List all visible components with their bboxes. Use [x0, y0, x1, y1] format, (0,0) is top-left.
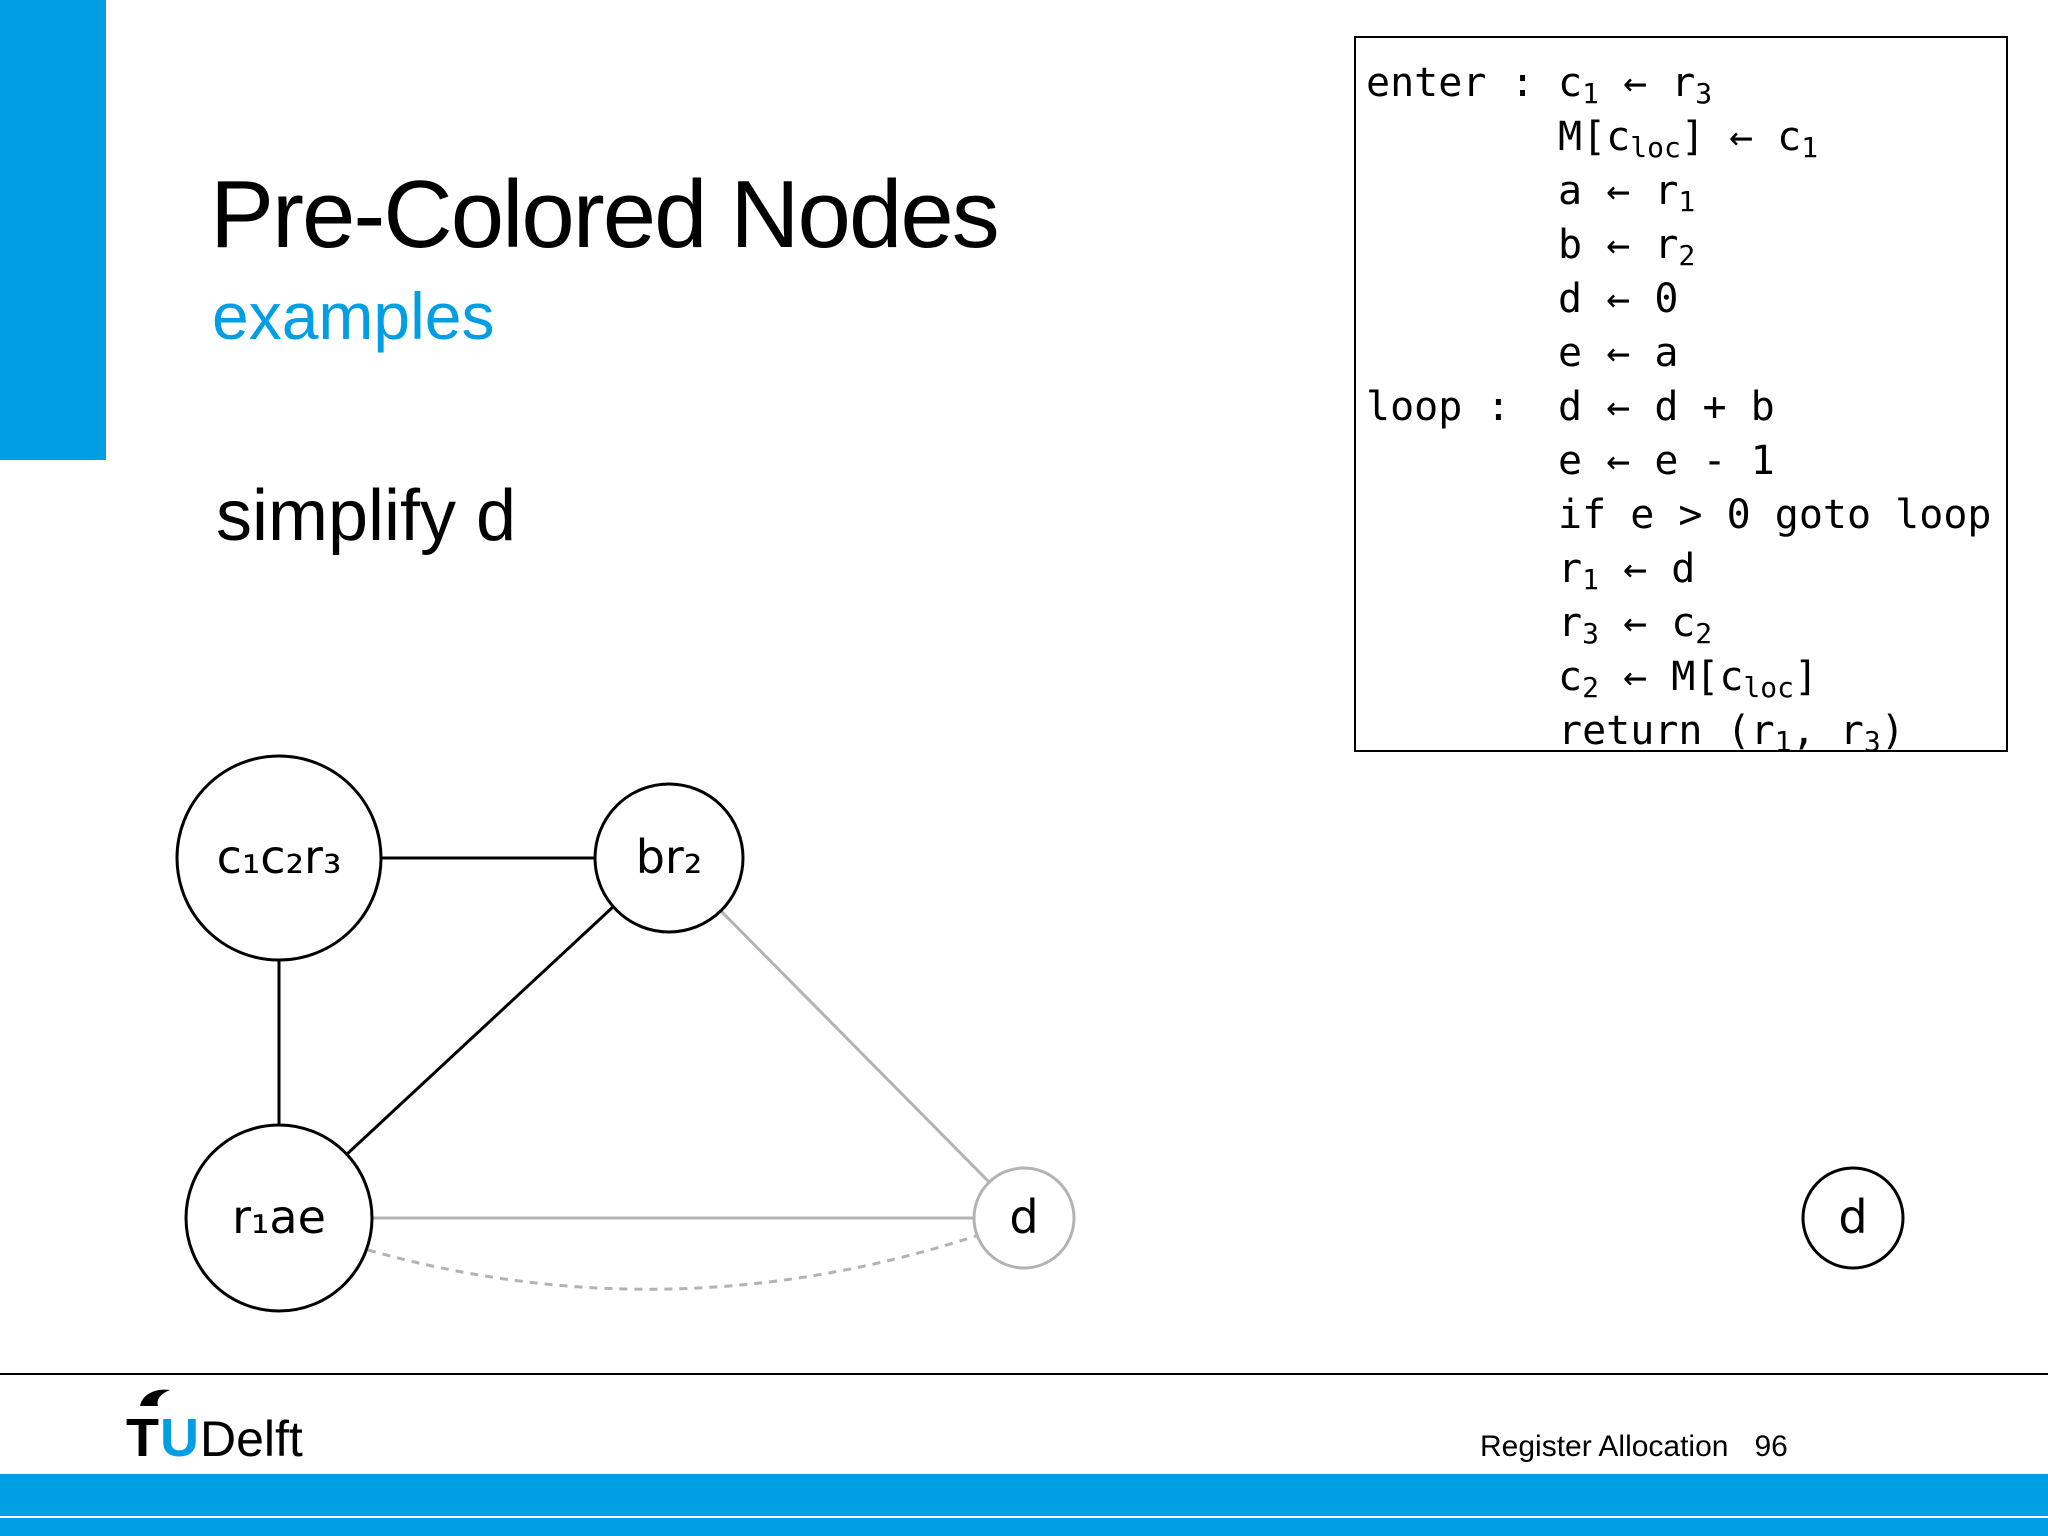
tudelft-logo: T U Delft	[126, 1389, 303, 1462]
bottom-bar	[0, 1474, 2048, 1536]
move-edge-r1ae-d	[367, 1234, 977, 1291]
code-statement: if e > 0 goto loop	[1558, 492, 1992, 538]
node-br2-label: br₂	[636, 830, 703, 884]
code-line: r3 ← c2	[1366, 596, 1712, 650]
slide-title: Pre-Colored Nodes	[210, 161, 1000, 268]
code-line: c2 ← M[cloc]	[1366, 650, 1818, 704]
code-statement: M[cloc] ← c1	[1558, 114, 1819, 164]
code-statement: r1 ← d	[1558, 546, 1696, 596]
node-d-removed: d	[972, 1166, 1076, 1270]
code-statement: b ← r2	[1558, 222, 1696, 272]
code-statement: return (r1, r3)	[1558, 708, 1905, 758]
code-line: e ← a	[1366, 326, 1678, 380]
node-br2: br₂	[593, 782, 745, 934]
footer-rule	[0, 1373, 2048, 1375]
code-statement: d ← 0	[1558, 276, 1679, 322]
step-label: simplify d	[216, 476, 517, 556]
edge-br2-r1ae	[344, 904, 616, 1157]
node-c1c2r3: c₁c₂r₃	[175, 754, 383, 962]
code-line: e ← e - 1	[1366, 434, 1775, 488]
svg-text:Delft: Delft	[200, 1411, 303, 1462]
slide-subtitle: examples	[212, 279, 495, 353]
code-label: loop :	[1366, 384, 1511, 430]
code-line: b ← r2	[1366, 218, 1695, 272]
code-line: r1 ← d	[1366, 542, 1695, 596]
code-line: M[cloc] ← c1	[1366, 110, 1818, 164]
code-line: enter : c1 ← r3	[1366, 56, 1712, 110]
svg-text:T: T	[126, 1408, 159, 1462]
code-listing: enter : c1 ← r3 M[cloc] ← c1 a ← r1 b ← …	[1354, 36, 2008, 756]
stack-node-d: d	[1801, 1166, 1905, 1270]
code-statement: r3 ← c2	[1558, 600, 1713, 650]
footer-page-number: 96	[1754, 1430, 1788, 1463]
node-r1ae: r₁ae	[184, 1123, 374, 1313]
edge-br2-d	[718, 908, 993, 1186]
node-r1ae-label: r₁ae	[232, 1190, 326, 1244]
node-d-label: d	[1009, 1190, 1038, 1244]
stack-node-d-label: d	[1838, 1190, 1867, 1244]
code-line: if e > 0 goto loop	[1366, 488, 1991, 542]
code-statement: c1 ← r3	[1558, 60, 1713, 110]
code-line: loop : d ← d + b	[1366, 380, 1775, 434]
accent-bar	[0, 0, 106, 460]
code-statement: e ← a	[1558, 330, 1679, 376]
code-line: d ← 0	[1366, 272, 1678, 326]
code-statement: e ← e - 1	[1558, 438, 1775, 484]
code-line: a ← r1	[1366, 164, 1695, 218]
footer-text: Register Allocation 96	[1480, 1430, 1788, 1464]
code-statement: d ← d + b	[1558, 384, 1775, 430]
code-statement: a ← r1	[1558, 168, 1696, 218]
flame-icon	[140, 1389, 170, 1406]
code-line: return (r1, r3)	[1366, 704, 1905, 758]
svg-text:U: U	[160, 1408, 199, 1462]
code-label: enter :	[1366, 60, 1535, 106]
node-c1c2r3-label: c₁c₂r₃	[217, 830, 342, 884]
bottom-bar-line	[0, 1516, 2048, 1518]
footer-course: Register Allocation	[1480, 1430, 1729, 1463]
code-statement: c2 ← M[cloc]	[1558, 654, 1819, 704]
